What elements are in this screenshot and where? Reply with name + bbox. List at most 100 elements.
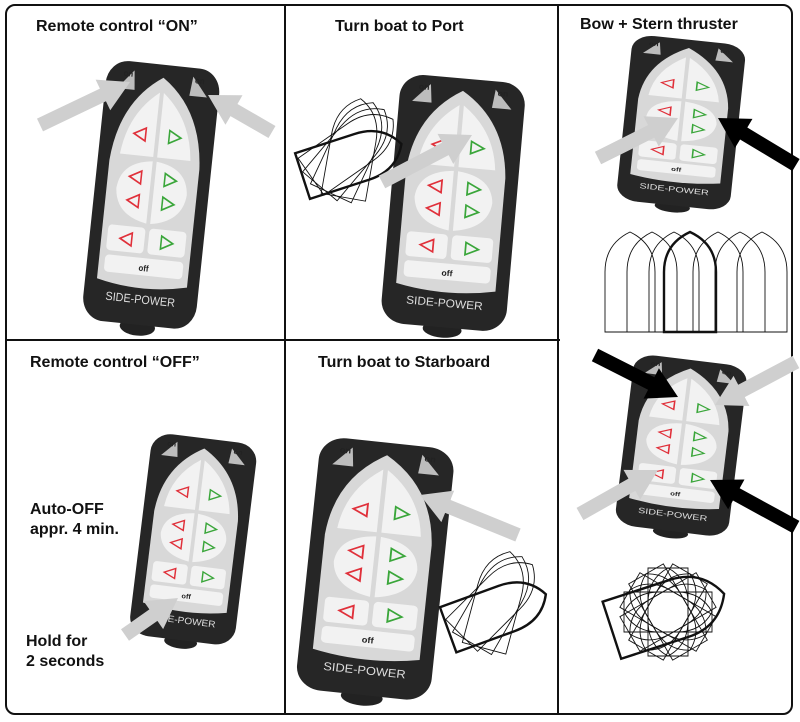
left-arrow-icon: [657, 428, 673, 439]
right-arrow-icon: [386, 607, 404, 624]
bow-right-button[interactable]: [157, 93, 197, 161]
stern-right-button[interactable]: [189, 565, 227, 590]
right-arrow-icon: [690, 446, 706, 458]
stern-right-button[interactable]: [147, 228, 187, 258]
bow-right-button[interactable]: [685, 57, 724, 103]
panel-title-off: Remote control “OFF”: [30, 354, 200, 371]
direction-arrow-icons: [337, 502, 412, 624]
stern-right-button[interactable]: [450, 235, 494, 263]
stern-right-button[interactable]: [679, 144, 718, 164]
hold-line1: Hold for: [26, 633, 88, 650]
right-arrow-icon: [393, 505, 412, 521]
on-button-left: [412, 83, 432, 103]
off-button[interactable]: [104, 254, 184, 280]
left-arrow-icon: [657, 106, 672, 117]
off-label: off: [670, 491, 681, 498]
rotate-left-button[interactable]: [113, 158, 153, 224]
right-arrow-icon: [163, 172, 179, 188]
left-arrow-icon: [125, 193, 141, 210]
right-arrow-icon: [696, 402, 712, 414]
on-button-right: [491, 89, 512, 110]
bow-left-button[interactable]: [337, 466, 384, 533]
panel-title-thruster: Bow + Stern thruster: [580, 16, 738, 33]
rotate-left-button[interactable]: [644, 419, 682, 465]
off-label: off: [181, 593, 192, 601]
right-arrow-icon: [691, 123, 706, 134]
right-arrow-icon: [691, 148, 707, 159]
left-arrow-icon: [171, 519, 186, 532]
left-arrow-icon: [118, 231, 134, 248]
auto-off-note: Auto-OFF appr. 4 min.: [30, 500, 119, 540]
stern-left-button[interactable]: [323, 596, 370, 626]
divider: [284, 4, 286, 715]
right-arrow-icon: [167, 129, 183, 145]
stern-right-button[interactable]: [678, 468, 718, 490]
bow-left-button[interactable]: [164, 456, 202, 510]
on-label: on: [339, 445, 351, 456]
remote-control: on on off SIDE-POWER: [292, 433, 459, 708]
right-arrow-icon: [200, 570, 215, 583]
on-button-right: [228, 448, 245, 466]
left-arrow-icon: [337, 604, 355, 620]
left-arrow-icon: [424, 201, 442, 217]
left-arrow-icon: [346, 544, 365, 560]
remote-control: on on off SIDE-POWER: [612, 351, 751, 542]
hold-line2: 2 seconds: [26, 653, 105, 670]
on-button-left: [642, 42, 661, 55]
right-arrow-icon: [692, 108, 708, 119]
right-arrow-icon: [463, 203, 481, 219]
rotate-right-button[interactable]: [374, 536, 421, 602]
off-button[interactable]: [149, 584, 224, 606]
right-arrow-icon: [160, 195, 176, 212]
left-arrow-icon: [132, 126, 148, 143]
on-button-right: [715, 48, 733, 63]
rotate-left-button[interactable]: [158, 509, 195, 562]
bow-left-button[interactable]: [648, 54, 687, 99]
on-label: on: [424, 454, 436, 465]
bow-right-button[interactable]: [686, 378, 724, 426]
bow-right-button[interactable]: [381, 470, 427, 537]
right-arrow-icon: [201, 540, 216, 553]
stern-left-button[interactable]: [106, 224, 146, 254]
rotate-left-button[interactable]: [330, 532, 377, 597]
left-arrow-icon: [175, 486, 190, 499]
right-arrow-icon: [386, 569, 405, 586]
right-arrow-icon: [389, 547, 407, 563]
right-arrow-icon: [159, 234, 175, 251]
hold-note: Hold for 2 seconds: [26, 632, 104, 672]
left-arrow-icon: [344, 567, 363, 583]
panel-title-starboard: Turn boat to Starboard: [318, 354, 491, 371]
on-label: on: [649, 41, 659, 48]
bow-right-button[interactable]: [198, 460, 236, 515]
rotate-right-button[interactable]: [680, 423, 719, 469]
left-arrow-icon: [162, 567, 177, 580]
remote-control: on on off SIDE-POWER: [126, 430, 261, 652]
bow-left-button[interactable]: [119, 89, 160, 158]
on-label: on: [194, 76, 205, 86]
left-arrow-icon: [127, 169, 143, 186]
off-label: off: [671, 167, 682, 174]
rotate-right-button[interactable]: [192, 513, 229, 566]
stern-left-button[interactable]: [405, 231, 448, 259]
right-arrow-icon: [465, 181, 483, 197]
stern-left-button[interactable]: [151, 561, 188, 585]
direction-arrow-icons: [162, 486, 223, 583]
auto-off-line1: Auto-OFF: [30, 501, 104, 518]
off-button[interactable]: [321, 625, 416, 652]
left-arrow-icon: [351, 502, 370, 518]
direction-arrow-icons: [118, 126, 183, 251]
panel-title-port: Turn boat to Port: [335, 18, 464, 35]
rotate-right-button[interactable]: [150, 161, 190, 228]
stern-right-button[interactable]: [371, 601, 419, 631]
on-label: on: [722, 370, 732, 377]
on-label: on: [123, 68, 134, 78]
left-arrow-icon: [660, 400, 676, 411]
rotate-right-button[interactable]: [681, 101, 718, 145]
on-label: on: [650, 361, 660, 368]
right-arrow-icon: [690, 472, 706, 483]
right-arrow-icon: [463, 240, 481, 256]
right-arrow-icon: [204, 521, 219, 535]
off-button[interactable]: [403, 260, 491, 284]
divider: [5, 339, 560, 341]
right-arrow-icon: [208, 488, 223, 501]
